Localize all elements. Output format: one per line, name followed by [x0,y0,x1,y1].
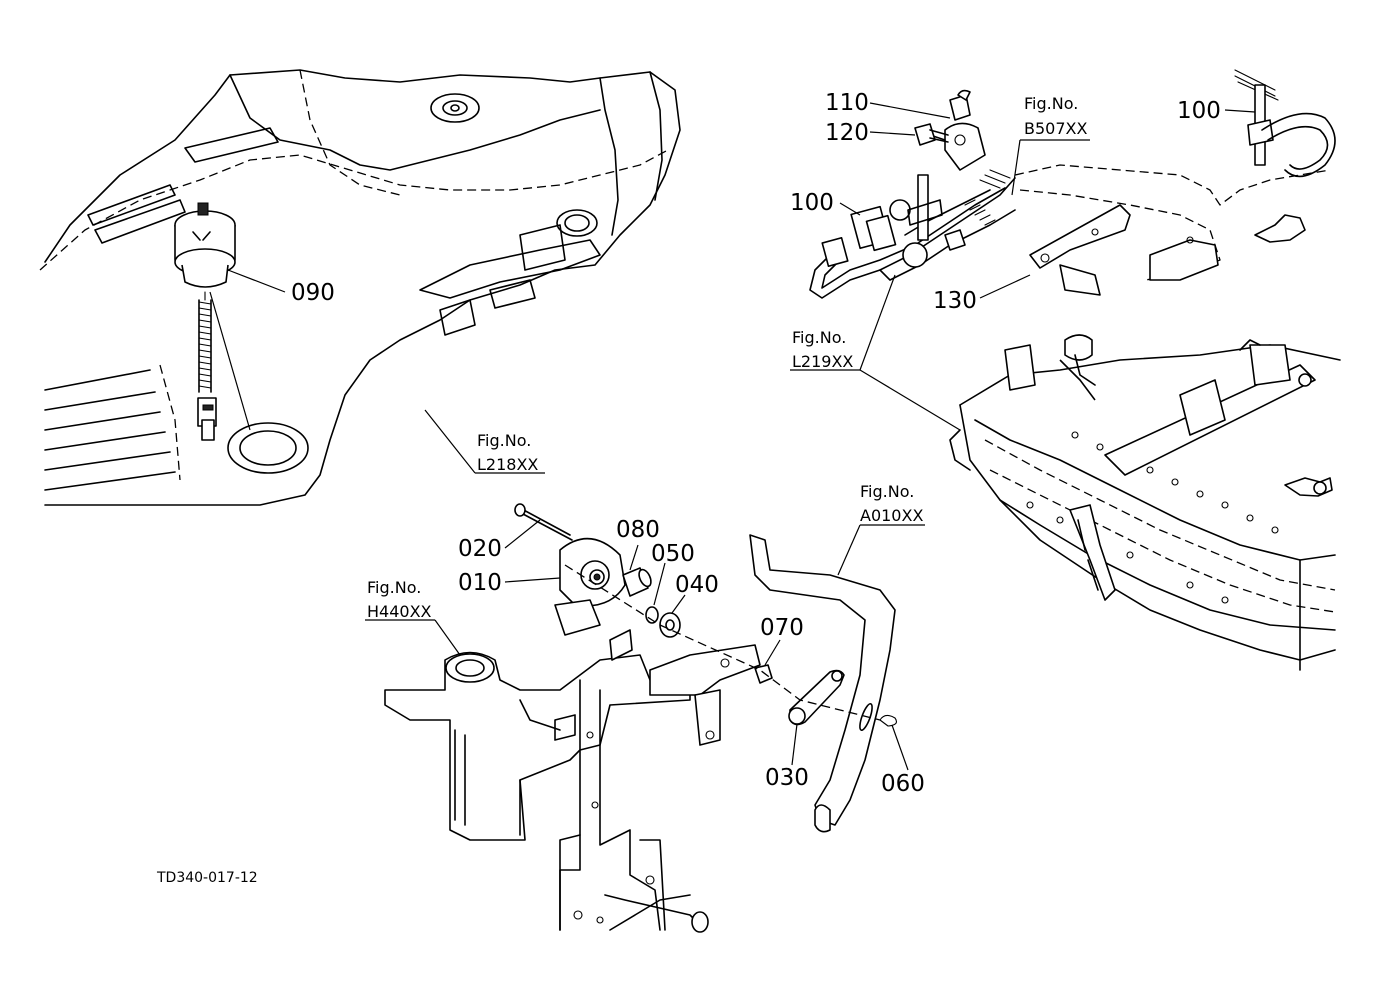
callout-100-right: 100 [1177,98,1221,124]
callout-labels: 110 120 100 100 130 090 020 010 080 050 … [156,90,1221,886]
figref-a010-prefix: Fig.No. [860,482,914,501]
callout-110: 110 [825,90,869,116]
callout-030: 030 [765,765,809,791]
figref-a010-code: A010XX [860,506,923,525]
callout-080: 080 [616,517,660,543]
callout-120: 120 [825,120,869,146]
pedal-bracket-assembly [384,629,761,933]
figref-h440-prefix: Fig.No. [367,578,421,597]
pin-080 [622,567,652,597]
callout-100-left: 100 [790,190,834,216]
callout-090: 090 [291,280,335,306]
figref-h440-code: H440XX [367,602,432,621]
figref-l218-prefix: Fig.No. [477,431,531,450]
callout-020: 020 [458,536,502,562]
callout-040: 040 [675,572,719,598]
fender-assembly [39,69,681,506]
clip-060 [879,714,897,727]
figref-l219-code: L219XX [792,352,853,371]
figref-l219-prefix: Fig.No. [792,328,846,347]
washer-050 [645,606,659,624]
callout-050: 050 [651,541,695,567]
wiring-harness [809,69,1336,299]
pedal-arm [749,534,896,833]
callout-070: 070 [760,615,804,641]
callout-130: 130 [933,288,977,314]
drawing-code: TD340-017-12 [156,870,258,886]
figref-l218-code: L218XX [477,455,538,474]
callout-010: 010 [458,570,502,596]
figref-b507-prefix: Fig.No. [1024,94,1078,113]
battery-assembly [949,164,1341,671]
switch-090 [174,202,236,441]
bolt-020 [514,503,573,541]
figref-b507-code: B507XX [1024,119,1087,138]
leader-lines [209,102,1256,771]
sensor-010 [554,537,626,636]
washer-040 [659,612,681,638]
link-030 [788,669,845,726]
callout-060: 060 [881,771,925,797]
nut-070 [754,664,773,684]
